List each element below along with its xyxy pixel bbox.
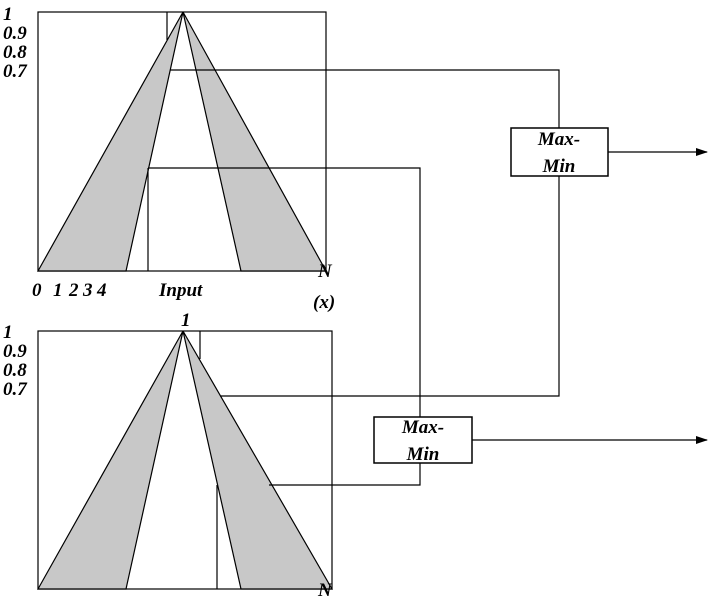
bottom-x-end-label: N: [317, 580, 333, 597]
bottom-ytick-07: 0.7: [3, 379, 28, 400]
wire-bottom-to-maxmin-upper: [220, 176, 560, 397]
top-xtick-3: 3: [82, 280, 93, 301]
maxmin-upper-line1: Max-: [537, 129, 580, 150]
maxmin-box-lower: [373, 416, 473, 464]
bottom-peak-label: 1: [181, 310, 191, 331]
maxmin-lower-line2: Min: [406, 444, 440, 465]
maxmin-upper-line2: Min: [542, 156, 576, 177]
top-x-axis-label: Input: [158, 280, 203, 301]
bottom-ytick-09: 0.9: [3, 341, 27, 362]
top-x-end-label: N: [317, 261, 333, 282]
top-x-unit-label: (x): [313, 292, 335, 313]
maxmin-block-lower: Max- Min: [373, 416, 473, 465]
top-ytick-1: 1: [3, 4, 13, 25]
maxmin-lower-line1: Max-: [401, 417, 444, 438]
top-left-gray-band: [36, 11, 184, 272]
top-membership-panel: 1 0.9 0.8 0.7 0 1 2 3 4 Input N (x): [3, 4, 335, 313]
top-ytick-09: 0.9: [3, 23, 27, 44]
bottom-ytick-08: 0.8: [3, 360, 27, 381]
top-xtick-2: 2: [68, 280, 79, 301]
top-xtick-0: 0: [32, 280, 42, 301]
connector-wires: [148, 69, 560, 486]
bottom-right-gray-band: [182, 330, 334, 590]
wire-top-to-maxmin-upper: [170, 69, 560, 128]
wire-bottom-to-maxmin-lower: [269, 463, 421, 486]
maxmin-block-upper: Max- Min: [510, 127, 609, 177]
top-panel-frame: [37, 11, 327, 272]
maxmin-box-upper: [510, 127, 609, 177]
top-xtick-1: 1: [53, 280, 63, 301]
top-ytick-08: 0.8: [3, 42, 27, 63]
wire-top-to-maxmin-lower: [148, 167, 421, 417]
bottom-ytick-1: 1: [3, 322, 13, 343]
top-xtick-4: 4: [96, 280, 107, 301]
top-ytick-07: 0.7: [3, 61, 28, 82]
bottom-membership-panel: 1 0.9 0.8 0.7 1 N: [3, 310, 334, 597]
top-right-gray-band: [182, 11, 328, 272]
bottom-left-gray-band: [36, 330, 184, 590]
bottom-panel-frame: [37, 330, 333, 590]
